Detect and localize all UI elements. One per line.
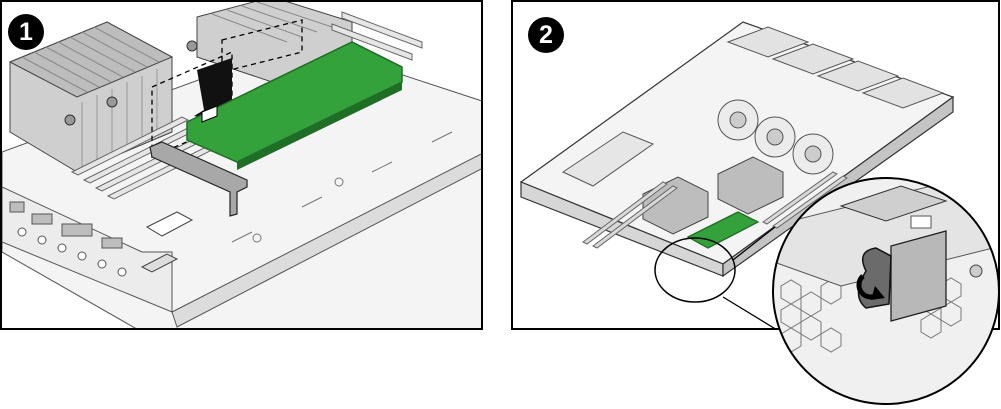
pcie-bracket-detail — [890, 230, 947, 322]
standoffs — [64, 40, 198, 126]
step-1-illustration — [2, 2, 481, 328]
step-2-illustration — [519, 21, 955, 328]
zoom-callout — [772, 177, 1000, 405]
riser-slot-edge — [839, 185, 948, 222]
rear-io-panel — [2, 186, 173, 313]
heatsinks — [642, 156, 784, 235]
zoom-callout-border — [772, 177, 1000, 405]
chassis-vents — [231, 131, 453, 243]
heatsink-left — [8, 21, 174, 173]
hex-vent-pattern — [780, 277, 962, 353]
fans — [717, 99, 834, 175]
step-2-panel: 2 — [511, 0, 1000, 330]
zoom-source-circle — [654, 237, 736, 303]
memory-slots — [582, 171, 848, 249]
memory-slots — [70, 11, 423, 200]
step-1-panel: 1 — [0, 0, 483, 330]
step-1-badge: 1 — [8, 14, 44, 50]
drive-bays — [726, 26, 945, 109]
zoom-leader-top — [732, 226, 776, 261]
step-2-badge: 2 — [528, 17, 564, 53]
zoom-leader-bottom — [722, 296, 776, 328]
board-label — [140, 211, 194, 273]
pcie-bracket — [149, 141, 248, 217]
power-supply — [561, 131, 655, 187]
pcie-card — [186, 41, 403, 170]
chassis-wall — [171, 153, 481, 328]
